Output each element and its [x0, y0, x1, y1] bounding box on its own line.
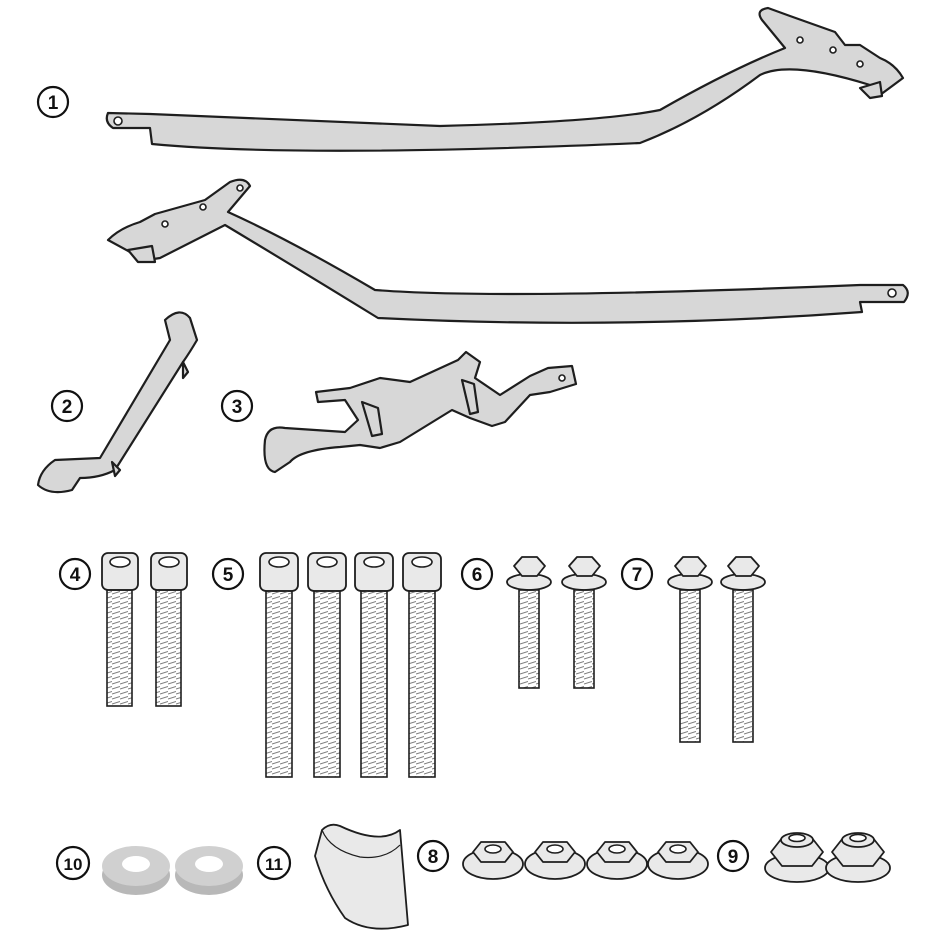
callout-4: 4	[58, 557, 92, 591]
svg-text:9: 9	[728, 847, 739, 868]
hex-flange-bolt	[506, 556, 552, 689]
flange-nut	[524, 841, 586, 880]
flange-nut	[462, 841, 524, 880]
socket-bolt-long	[307, 552, 347, 778]
hex-flange-bolt	[561, 556, 607, 689]
socket-bolt	[150, 552, 188, 707]
part-9-nuts	[764, 832, 891, 883]
callout-5: 5	[211, 557, 245, 591]
socket-bolt	[101, 552, 139, 707]
flange-nut	[647, 841, 709, 880]
lock-nut	[825, 832, 891, 883]
svg-text:1: 1	[48, 93, 59, 114]
svg-text:5: 5	[223, 565, 234, 586]
socket-bolt-long	[259, 552, 299, 778]
socket-bolt-long	[354, 552, 394, 778]
callout-3: 3	[220, 389, 254, 423]
callout-8: 8	[416, 839, 450, 873]
part-6-hex-bolts	[506, 556, 607, 689]
part-1-rail-right	[105, 6, 905, 152]
part-2-bracket	[36, 311, 199, 494]
lock-nut	[764, 832, 830, 883]
part-10-washers	[102, 846, 243, 895]
part-3-bracket	[263, 350, 578, 474]
washer	[102, 846, 170, 895]
flange-nut	[586, 841, 648, 880]
svg-text:6: 6	[472, 565, 483, 586]
callout-1: 1	[36, 85, 70, 119]
callout-10: 10	[55, 845, 91, 881]
hex-flange-bolt-long	[720, 556, 766, 743]
part-4-socket-bolts	[101, 552, 188, 707]
washer	[175, 846, 243, 895]
part-8-nuts	[462, 841, 709, 880]
callout-11: 11	[256, 845, 292, 881]
part-5-socket-bolts	[259, 552, 442, 778]
part-1-rail-left	[106, 178, 909, 324]
svg-text:8: 8	[428, 847, 439, 868]
svg-text:7: 7	[632, 565, 643, 586]
socket-bolt-long	[402, 552, 442, 778]
part-7-hex-bolts	[667, 556, 766, 743]
callout-9: 9	[716, 839, 750, 873]
svg-text:4: 4	[70, 565, 81, 586]
svg-text:2: 2	[62, 397, 73, 418]
callout-2: 2	[50, 389, 84, 423]
part-11-strip	[314, 823, 409, 930]
svg-text:3: 3	[232, 397, 243, 418]
callout-6: 6	[460, 557, 494, 591]
callout-7: 7	[620, 557, 654, 591]
hex-flange-bolt-long	[667, 556, 713, 743]
svg-text:10: 10	[64, 855, 83, 874]
svg-text:11: 11	[265, 855, 283, 874]
